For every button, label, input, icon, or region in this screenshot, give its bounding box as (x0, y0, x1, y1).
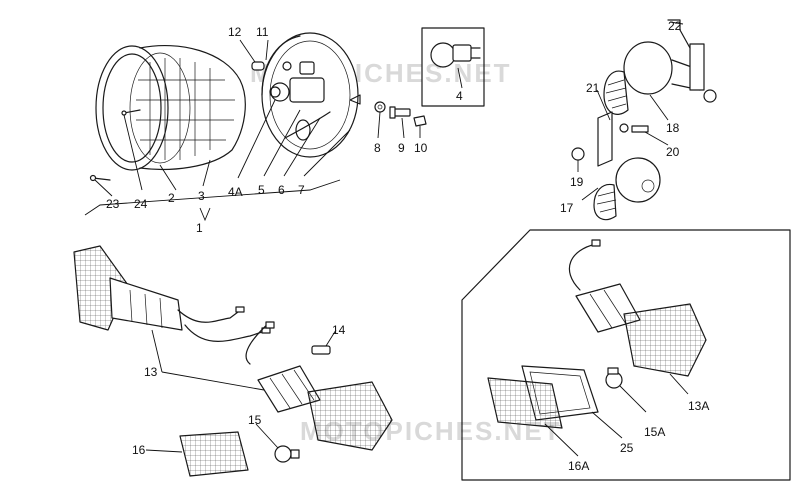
leader-lines (94, 21, 689, 457)
callout-5: 5 (258, 183, 265, 197)
callout-17: 17 (560, 201, 574, 215)
headlamp-assembly (84, 32, 427, 222)
callout-15: 15 (248, 413, 262, 427)
callout-23: 23 (106, 197, 120, 211)
callout-3: 3 (198, 189, 205, 203)
callout-12: 12 (228, 25, 242, 39)
callout-16a: 16A (568, 459, 589, 473)
inset-alternate-signal (461, 229, 791, 481)
callout-10: 10 (414, 141, 428, 155)
callout-15a: 15A (644, 425, 665, 439)
callout-21: 21 (586, 81, 600, 95)
callout-14: 14 (332, 323, 346, 337)
callout-9: 9 (398, 141, 405, 155)
callout-20: 20 (666, 145, 680, 159)
callout-4a: 4A (228, 185, 243, 199)
callout-2: 2 (168, 191, 175, 205)
rear-turn-signal (179, 321, 393, 477)
callout-24: 24 (134, 197, 148, 211)
front-turn-signal (73, 245, 271, 342)
callout-4: 4 (456, 89, 463, 103)
callout-6: 6 (278, 183, 285, 197)
callout-labels: 1 2 3 4 4A 5 6 7 8 9 10 11 12 13 13A 14 … (106, 19, 709, 473)
callout-22: 22 (668, 19, 682, 33)
callout-13: 13 (144, 365, 158, 379)
callout-7: 7 (298, 183, 305, 197)
callout-13a: 13A (688, 399, 709, 413)
callout-1: 1 (196, 221, 203, 235)
horn-assembly (571, 19, 717, 221)
callout-19: 19 (570, 175, 584, 189)
callout-16: 16 (132, 443, 146, 457)
callout-11: 11 (256, 25, 269, 39)
bulb-detail-box (421, 27, 485, 107)
callout-18: 18 (666, 121, 680, 135)
callout-25: 25 (620, 441, 634, 455)
callout-8: 8 (374, 141, 381, 155)
